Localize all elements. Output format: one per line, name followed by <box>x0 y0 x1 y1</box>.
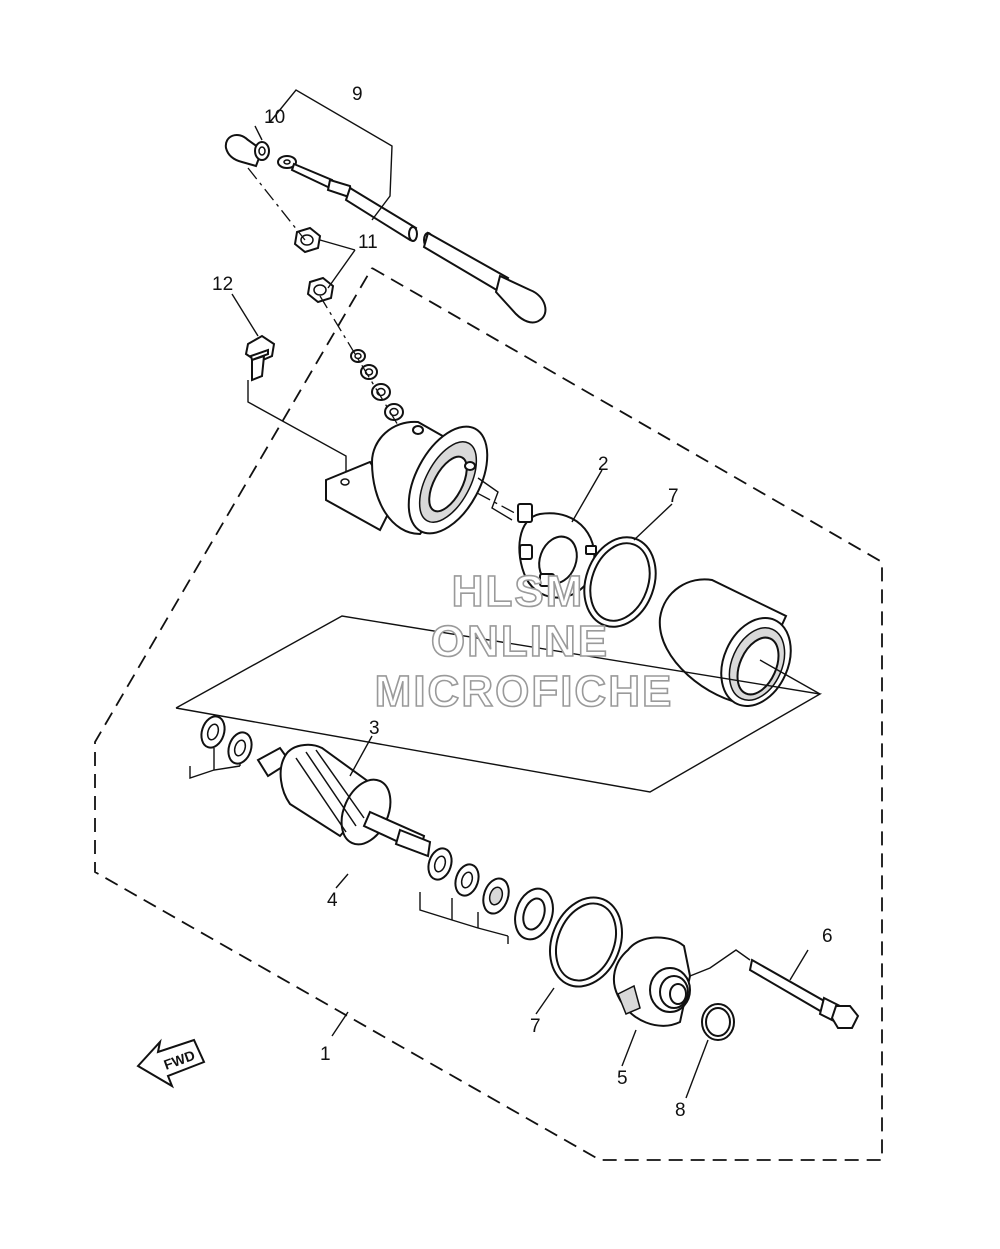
through-bolt <box>748 958 860 1029</box>
callout-5: 5 <box>617 1068 628 1089</box>
callout-1: 1 <box>320 1044 331 1065</box>
front-housing <box>325 420 489 536</box>
armature <box>256 743 432 858</box>
rear-cover <box>612 936 692 1027</box>
callout-6: 6 <box>822 926 833 947</box>
fwd-arrow-icon: FWD <box>136 1038 206 1089</box>
callout-3: 3 <box>369 718 380 739</box>
armature-washers-right <box>427 847 554 941</box>
assembly-boundary <box>94 267 883 1161</box>
callout-7-upper: 7 <box>668 486 679 507</box>
watermark-line-1: HLSM <box>452 567 585 616</box>
nut-upper <box>293 226 322 254</box>
callout-4: 4 <box>327 890 338 911</box>
watermark-line-2: ONLINE <box>431 617 609 666</box>
bolt-12 <box>244 334 276 382</box>
callout-2: 2 <box>598 454 609 475</box>
watermark: HLSM ONLINE MICROFICHE <box>374 566 674 717</box>
callout-11: 11 <box>358 232 378 253</box>
yoke <box>658 578 792 707</box>
callout-7-lower: 7 <box>530 1016 541 1037</box>
starter-cable <box>224 133 547 324</box>
armature-washers-left <box>200 715 253 765</box>
small-o-ring <box>701 1003 735 1041</box>
callout-8: 8 <box>675 1100 686 1121</box>
brush-holder <box>517 503 597 599</box>
watermark-line-3: MICROFICHE <box>375 667 674 716</box>
callout-9: 9 <box>352 84 363 105</box>
nut-lower <box>306 276 335 304</box>
callout-12: 12 <box>212 274 233 295</box>
callout-10: 10 <box>264 107 285 128</box>
o-ring-lower <box>549 896 623 988</box>
